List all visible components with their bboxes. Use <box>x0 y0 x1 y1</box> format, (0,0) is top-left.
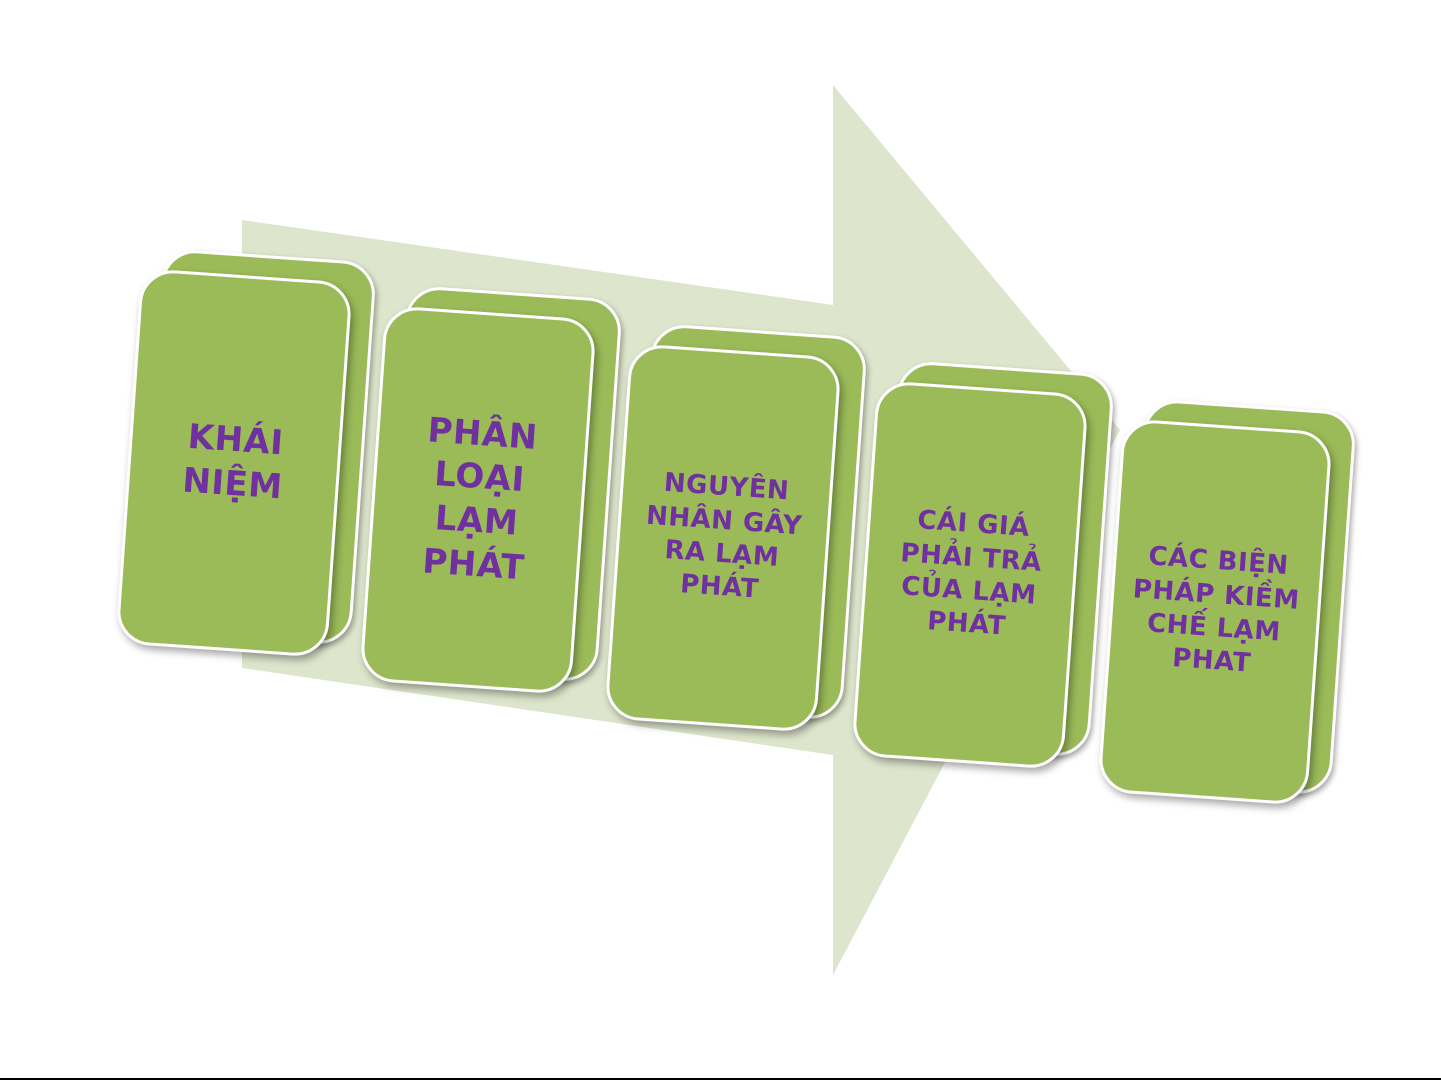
step-khai-niem: KHÁI NIỆM <box>128 255 364 655</box>
bottom-rule <box>0 1078 1441 1080</box>
step-cai-gia: CÁI GIÁ PHẢI TRẢ CỦA LẠM PHÁT <box>864 367 1104 767</box>
step-phan-loai: PHÂN LOẠI LẠM PHÁT <box>372 292 610 692</box>
step-front-panel: NGUYÊN NHÂN GÂY RA LẠM PHÁT <box>604 343 842 733</box>
step-front-panel: PHÂN LOẠI LẠM PHÁT <box>359 305 597 695</box>
step-front-panel: CÁI GIÁ PHẢI TRẢ CỦA LẠM PHÁT <box>851 380 1089 770</box>
step-label: KHÁI NIỆM <box>181 416 287 510</box>
step-label: CÁC BIỆN PHÁP KIỀM CHẾ LẠM PHAT <box>1127 540 1303 684</box>
step-label: PHÂN LOẠI LẠM PHÁT <box>417 409 539 590</box>
step-nguyen-nhan: NGUYÊN NHÂN GÂY RA LẠM PHÁT <box>617 330 857 730</box>
step-front-panel: CÁC BIỆN PHÁP KIỀM CHẾ LẠM PHAT <box>1097 418 1333 806</box>
step-label: CÁI GIÁ PHẢI TRẢ CỦA LẠM PHÁT <box>895 504 1045 647</box>
step-front-panel: KHÁI NIỆM <box>115 268 353 658</box>
step-bien-phap: CÁC BIỆN PHÁP KIỀM CHẾ LẠM PHAT <box>1110 405 1346 805</box>
step-label: NGUYÊN NHÂN GÂY RA LẠM PHÁT <box>640 466 805 610</box>
